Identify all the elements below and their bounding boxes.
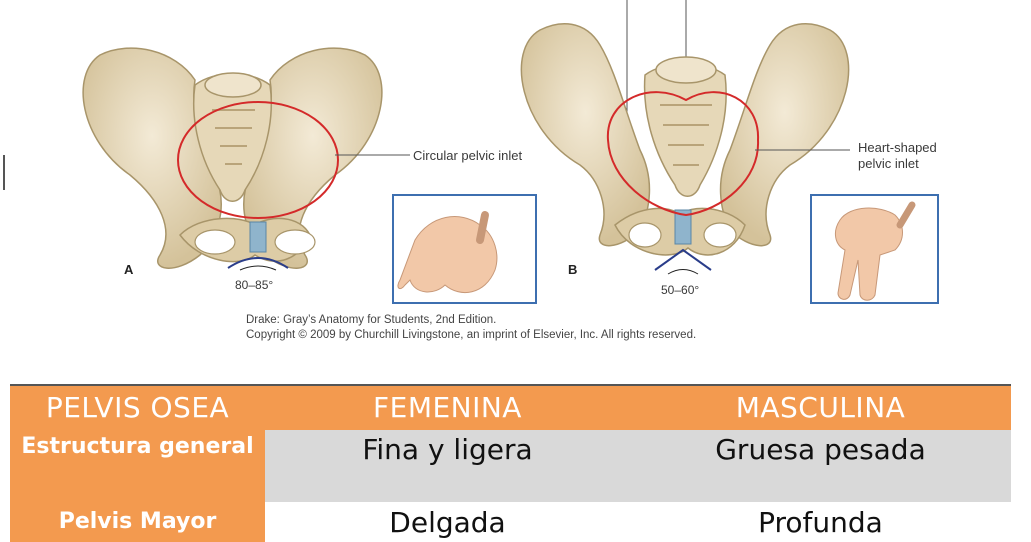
header-pelvis-osea: PELVIS OSEA — [45, 391, 230, 424]
pelvis-drawing — [3, 0, 939, 304]
heart-inlet-label-2: pelvic inlet — [858, 156, 919, 171]
credit-line-2: Copyright © 2009 by Churchill Livingston… — [246, 329, 697, 341]
cell-femenina-estructura: Fina y ligera — [362, 433, 533, 466]
row-estructura-bg — [265, 430, 1011, 502]
row-label-estructura: Estructura general — [10, 430, 265, 502]
cell-femenina-pelvis-mayor: Delgada — [389, 506, 506, 539]
circular-inlet-label: Circular pelvic inlet — [413, 148, 523, 163]
heart-inlet-label-1: Heart-shaped — [858, 140, 937, 155]
row-label-pelvis-mayor: Pelvis Mayor — [10, 502, 265, 542]
male-pelvis — [520, 0, 939, 304]
header-masculina: MASCULINA — [735, 391, 906, 424]
table-header-row: PELVIS OSEA FEMENINA MASCULINA — [10, 384, 1011, 430]
panel-b-letter: B — [568, 262, 578, 277]
female-angle-label: 80–85° — [235, 278, 274, 292]
male-angle-label: 50–60° — [661, 283, 700, 297]
pelvis-illustration: Circular pelvic inlet A 80–85° Heart-sha… — [3, 0, 939, 341]
row-label-text: Estructura general — [21, 434, 254, 459]
female-pelvis — [82, 47, 537, 304]
cell-masculina-estructura: Gruesa pesada — [715, 433, 926, 466]
row-label-text: Pelvis Mayor — [58, 509, 217, 534]
pelvis-comparison-table: PELVIS OSEA FEMENINA MASCULINA Estructur… — [10, 384, 1011, 542]
header-femenina: FEMENINA — [373, 391, 522, 424]
cell-masculina-pelvis-mayor: Profunda — [758, 506, 883, 539]
panel-a-letter: A — [124, 262, 134, 277]
credit-line-1: Drake: Gray’s Anatomy for Students, 2nd … — [246, 314, 497, 326]
